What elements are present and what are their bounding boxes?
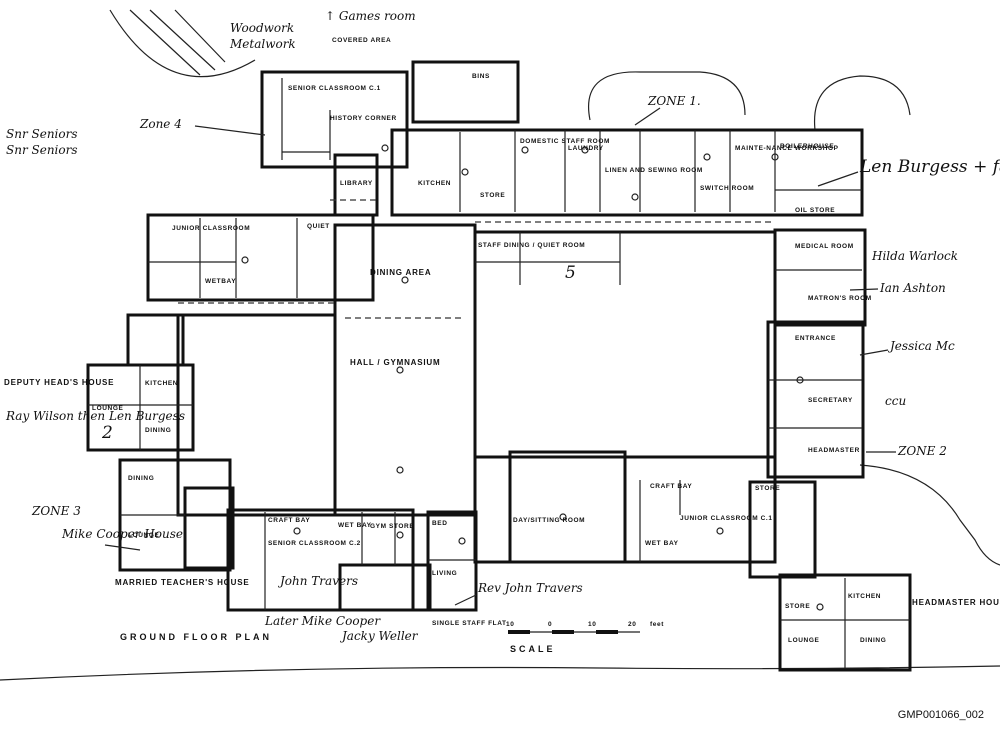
room-laundry: LAUNDRY xyxy=(568,145,604,152)
room-oil-store: OIL STORE xyxy=(795,207,835,214)
room-day-sitting: DAY/SITTING ROOM xyxy=(513,517,585,524)
scale-unit: feet xyxy=(650,621,664,628)
room-medical: MEDICAL ROOM xyxy=(795,243,854,250)
room-bins: BINS xyxy=(472,73,490,80)
room-junior-classroom-top: JUNIOR CLASSROOM xyxy=(172,225,250,232)
room-lounge-dh: LOUNGE xyxy=(92,405,123,412)
note-senior-2: Snr Seniors xyxy=(6,143,78,157)
room-linen-sewing: LINEN AND SEWING ROOM xyxy=(605,167,703,174)
note-john-travers: John Travers xyxy=(277,574,358,588)
note-woodwork: Woodwork xyxy=(230,21,294,35)
note-zone1: ZONE 1. xyxy=(647,94,701,108)
room-staff-dining: STAFF DINING / QUIET ROOM xyxy=(478,242,585,249)
room-deputy-heads-house: DEPUTY HEAD'S HOUSE xyxy=(4,378,114,387)
room-senior-classroom-c1: SENIOR CLASSROOM C.1 xyxy=(288,85,381,92)
room-lounge-hm: LOUNGE xyxy=(788,637,819,644)
note-jacky-weller: Jacky Weller xyxy=(339,629,419,643)
room-kitchen: KITCHEN xyxy=(418,180,451,187)
room-dining-hm: DINING xyxy=(860,637,886,644)
scale-tick-2: 0 xyxy=(548,621,552,628)
room-matrons: MATRON'S ROOM xyxy=(808,295,872,302)
room-wet-bay: WET BAY xyxy=(338,522,372,529)
room-headmaster: HEADMASTER xyxy=(808,447,860,454)
note-mike-cooper: Mike Cooper House xyxy=(61,527,183,541)
room-domestic-staff: DOMESTIC STAFF ROOM xyxy=(520,138,610,145)
room-dining-dh: DINING xyxy=(145,427,171,434)
room-hall-gymnasium: HALL / GYMNASIUM xyxy=(350,358,440,367)
scale-and-title: GROUND FLOOR PLAN 10 0 10 20 feet SCALE xyxy=(120,621,664,654)
building-walls xyxy=(86,60,912,672)
room-kitchen-hm: KITCHEN xyxy=(848,593,881,600)
note-zone4: Zone 4 xyxy=(139,117,182,131)
plan-title: GROUND FLOOR PLAN xyxy=(120,632,272,642)
room-switch-room: SWITCH ROOM xyxy=(700,185,754,192)
interior-partitions xyxy=(88,78,910,668)
room-senior-classroom-c2: SENIOR CLASSROOM C.2 xyxy=(268,540,361,547)
note-jessica: Jessica Mc xyxy=(887,339,955,353)
room-craft-bay-jr: CRAFT BAY xyxy=(650,483,692,490)
room-bed: BED xyxy=(432,520,448,527)
room-gym-store: GYM STORE xyxy=(370,523,414,530)
note-hilda-warlock: Hilda Warlock xyxy=(871,249,958,263)
room-wet-bay-jr: WET BAY xyxy=(645,540,679,547)
room-craft-bay: CRAFT BAY xyxy=(268,517,310,524)
room-wetbay: WETBAY xyxy=(205,278,236,285)
room-store: STORE xyxy=(480,192,505,199)
room-dining-area: DINING AREA xyxy=(370,268,431,277)
note-metalwork: Metalwork xyxy=(229,37,296,51)
room-junior-classroom-c1: JUNIOR CLASSROOM C.1 xyxy=(680,515,773,522)
note-later-mike-cooper: Later Mike Cooper xyxy=(264,614,381,628)
ceiling-fixtures xyxy=(241,144,824,611)
room-maintenance: MAINTE-NANCE WORKSHOP xyxy=(735,145,839,152)
note-senior-1: Snr Seniors xyxy=(6,127,78,141)
room-store-hm: STORE xyxy=(785,603,810,610)
note-games-room: ↑ Games room xyxy=(325,9,416,23)
room-history-corner: HISTORY CORNER xyxy=(330,115,397,122)
room-covered-area: COVERED AREA xyxy=(332,37,391,44)
room-store-jr: STORE xyxy=(755,485,780,492)
room-library: LIBRARY xyxy=(340,180,373,187)
scale-label: SCALE xyxy=(510,644,556,654)
room-headmaster-house: HEADMASTER HOUSE xyxy=(912,598,1000,607)
room-quiet: QUIET xyxy=(307,223,330,230)
room-married-teachers-house: MARRIED TEACHER'S HOUSE xyxy=(115,578,250,587)
room-labels: COVERED AREA SENIOR CLASSROOM C.1 HISTOR… xyxy=(4,37,1000,644)
note-zone3: ZONE 3 xyxy=(31,504,81,518)
note-ccu: ccu xyxy=(885,394,906,408)
room-dining-mt: DINING xyxy=(128,475,154,482)
room-entrance: ENTRANCE xyxy=(795,335,836,342)
room-living: LIVING xyxy=(432,570,457,577)
room-secretary: SECRETARY xyxy=(808,397,853,404)
room-kitchen-dh: KITCHEN xyxy=(145,380,178,387)
room-boilerhouse: BOILERHOUSE xyxy=(780,143,834,150)
handwritten-annotations: Woodwork Metalwork ↑ Games room ZONE 1. … xyxy=(5,9,1000,643)
room-lounge-mt: LOUNGE xyxy=(128,532,159,539)
document-reference: GMP001066_002 xyxy=(897,709,984,721)
note-zone2: ZONE 2 xyxy=(897,444,947,458)
note-ian-ashton: Ian Ashton xyxy=(879,281,946,295)
note-mark-2: 2 xyxy=(101,423,113,443)
scale-tick-1: 10 xyxy=(506,621,514,628)
note-ray-wilson: Ray Wilson then Len Burgess xyxy=(5,409,185,423)
scale-tick-3: 10 xyxy=(588,621,596,628)
room-single-staff-flat: SINGLE STAFF FLAT xyxy=(432,620,507,627)
site-sketch xyxy=(0,9,1000,681)
note-len-burgess: Len Burgess + family xyxy=(859,157,1000,177)
note-mark-5: 5 xyxy=(565,263,576,283)
scale-tick-4: 20 xyxy=(628,621,636,628)
note-rev-john-travers: Rev John Travers xyxy=(477,581,583,595)
